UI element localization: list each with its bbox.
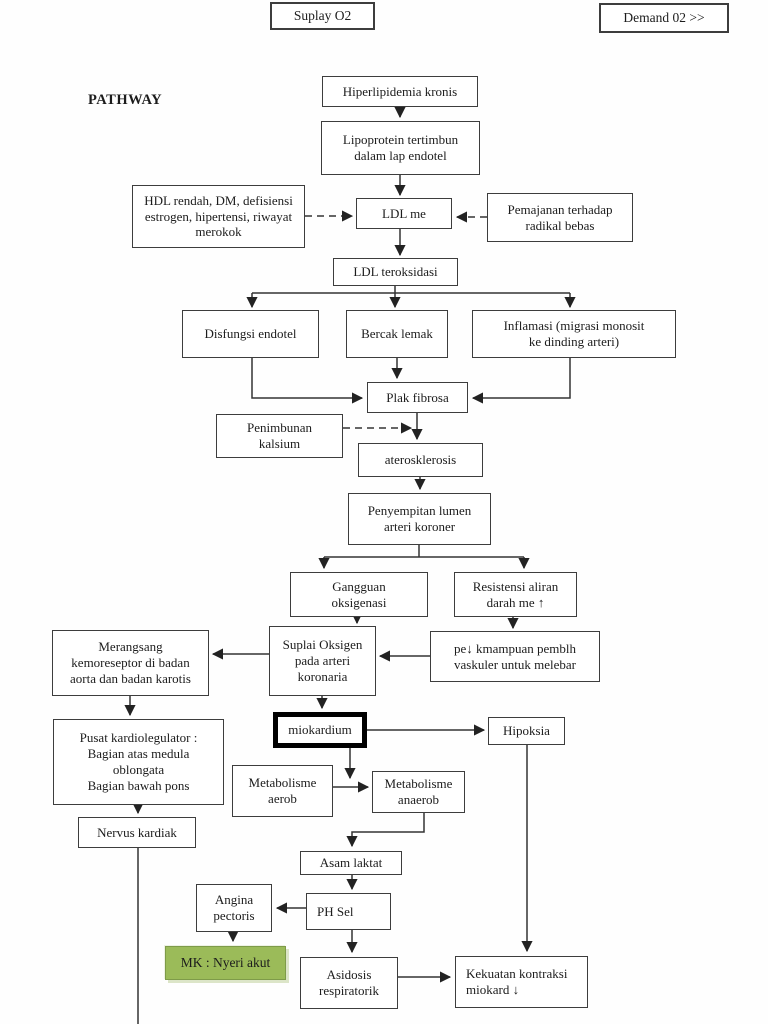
node-asam-laktat: Asam laktat — [300, 851, 402, 875]
node-bercak-lemak: Bercak lemak — [346, 310, 448, 358]
node-lipoprotein-tertimbun: Lipoprotein tertimbun dalam lap endotel — [321, 121, 480, 175]
node-kekuatan-kontraksi: Kekuatan kontraksi miokard ↓ — [455, 956, 588, 1008]
node-disfungsi-endotel: Disfungsi endotel — [182, 310, 319, 358]
node-hipoksia: Hipoksia — [488, 717, 565, 745]
node-pe-kmampuan-vaskuler: pe↓ kmampuan pemblh vaskuler untuk meleb… — [430, 631, 600, 682]
node-aterosklerosis: aterosklerosis — [358, 443, 483, 477]
node-suplai-oksigen: Suplai Oksigen pada arteri koronaria — [269, 626, 376, 696]
node-resistensi-aliran-darah: Resistensi aliran darah me ↑ — [454, 572, 577, 617]
node-pemajanan-radikal-bebas: Pemajanan terhadap radikal bebas — [487, 193, 633, 242]
node-miokardium: miokardium — [273, 712, 367, 748]
node-mk-nyeri-akut: MK : Nyeri akut — [165, 946, 286, 980]
node-penyempitan-lumen: Penyempitan lumen arteri koroner — [348, 493, 491, 545]
node-hiperlipidemia-kronis: Hiperlipidemia kronis — [322, 76, 478, 107]
node-asidosis-respiratorik: Asidosis respiratorik — [300, 957, 398, 1009]
node-plak-fibrosa: Plak fibrosa — [367, 382, 468, 413]
node-nervus-kardiak: Nervus kardiak — [78, 817, 196, 848]
node-ldl-teroksidasi: LDL teroksidasi — [333, 258, 458, 286]
node-angina-pectoris: Angina pectoris — [196, 884, 272, 932]
node-ldl-me: LDL me — [356, 198, 452, 229]
node-metabolisme-aerob: Metabolisme aerob — [232, 765, 333, 817]
node-gangguan-oksigenasi: Gangguan oksigenasi — [290, 572, 428, 617]
page-title: PATHWAY — [88, 92, 163, 108]
node-pusat-kardiolegulator: Pusat kardiolegulator : Bagian atas medu… — [53, 719, 224, 805]
node-hdl-risk-factors: HDL rendah, DM, defisiensi estrogen, hip… — [132, 185, 305, 248]
node-suplay-o2: Suplay O2 — [270, 2, 375, 30]
node-penimbunan-kalsium: Penimbunan kalsium — [216, 414, 343, 458]
node-ph-sel: PH Sel — [306, 893, 391, 930]
node-inflamasi: Inflamasi (migrasi monosit ke dinding ar… — [472, 310, 676, 358]
node-demand-o2: Demand 02 >> — [599, 3, 729, 33]
node-merangsang-kemoreseptor: Merangsang kemoreseptor di badan aorta d… — [52, 630, 209, 696]
node-metabolisme-anaerob: Metabolisme anaerob — [372, 771, 465, 813]
